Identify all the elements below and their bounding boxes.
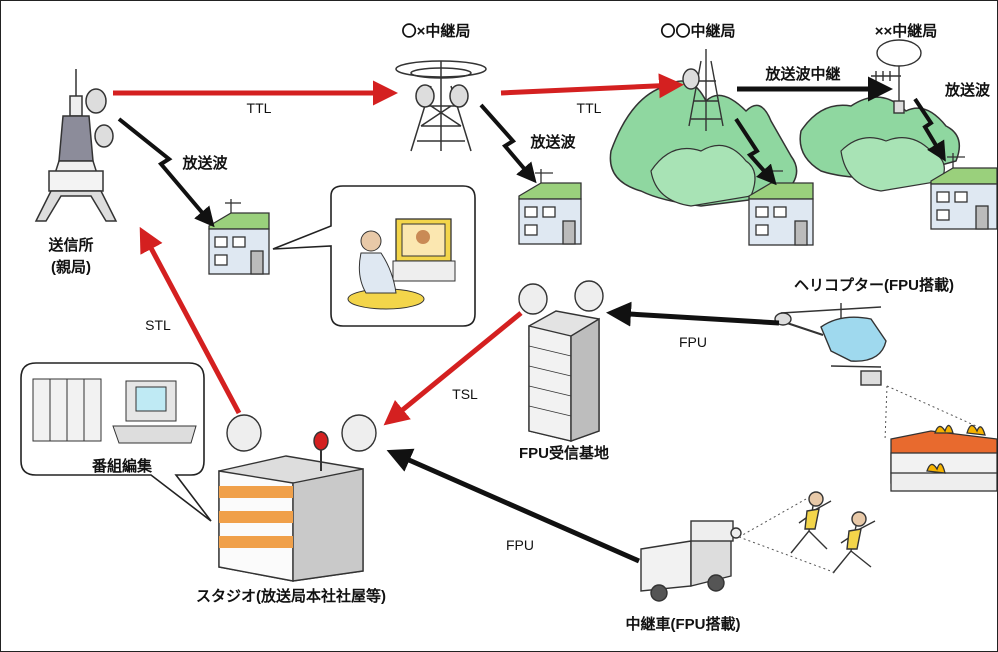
ttl-label-1: TTL [247, 100, 272, 116]
camera-sight-lines [738, 385, 977, 574]
relay-ox-label: 〇×中継局 [402, 22, 471, 40]
house-icon [208, 199, 270, 275]
fire-icon [890, 424, 997, 492]
broadcast-relay-label: 放送波中継 [764, 65, 840, 83]
broadcast-wave-label-1: 放送波 [181, 154, 228, 172]
mountain-icon [609, 80, 961, 207]
runner-icon [790, 491, 876, 574]
transmitter-label: 送信所 [47, 236, 93, 254]
tsl-arrow [383, 311, 523, 426]
ttl-arrow-2 [500, 73, 684, 99]
tower-icon [34, 69, 118, 222]
transmitter-sublabel: (親局) [51, 258, 91, 276]
studio-icon [218, 414, 377, 582]
building-icon [518, 280, 604, 442]
broadcast-wave-3 [734, 117, 777, 186]
stl-label: STL [145, 317, 171, 333]
editing-equipment-icon [20, 362, 212, 522]
broadcast-wave-label-3: 放送波 [944, 81, 991, 99]
relay-xx-label: ××中継局 [875, 22, 938, 40]
stl-arrow [139, 226, 242, 415]
ttl-label-2: TTL [577, 100, 602, 116]
program-editing-label: 番組編集 [91, 457, 153, 475]
broadcast-wave-1 [117, 117, 215, 228]
fpu-van-label: FPU [506, 537, 534, 553]
fpu-heli-arrow [606, 301, 780, 327]
house-icon [518, 169, 582, 245]
tv-viewer-icon [272, 185, 476, 327]
tsl-label: TSL [452, 386, 478, 402]
helicopter-icon [774, 303, 887, 386]
fpu-heli-label: FPU [679, 334, 707, 350]
relay-tower-icon [395, 60, 487, 152]
fpu-van-arrow [386, 448, 641, 564]
relay-tower-icon [682, 49, 724, 131]
studio-label: スタジオ(放送局本社社屋等) [196, 587, 386, 605]
broadcast-wave-label-2: 放送波 [529, 133, 576, 151]
broadcast-wave-4 [913, 97, 946, 162]
broadcast-wave-2 [479, 103, 537, 184]
relay-oo-label: 〇〇中継局 [660, 22, 735, 40]
fpu-base-label: FPU受信基地 [519, 444, 609, 462]
helicopter-label: ヘリコプター(FPU搭載) [794, 276, 954, 294]
relay-van-icon [640, 520, 742, 602]
house-icon [930, 153, 997, 230]
relay-tower-icon [871, 39, 922, 114]
relay-van-label: 中継車(FPU搭載) [626, 615, 741, 633]
